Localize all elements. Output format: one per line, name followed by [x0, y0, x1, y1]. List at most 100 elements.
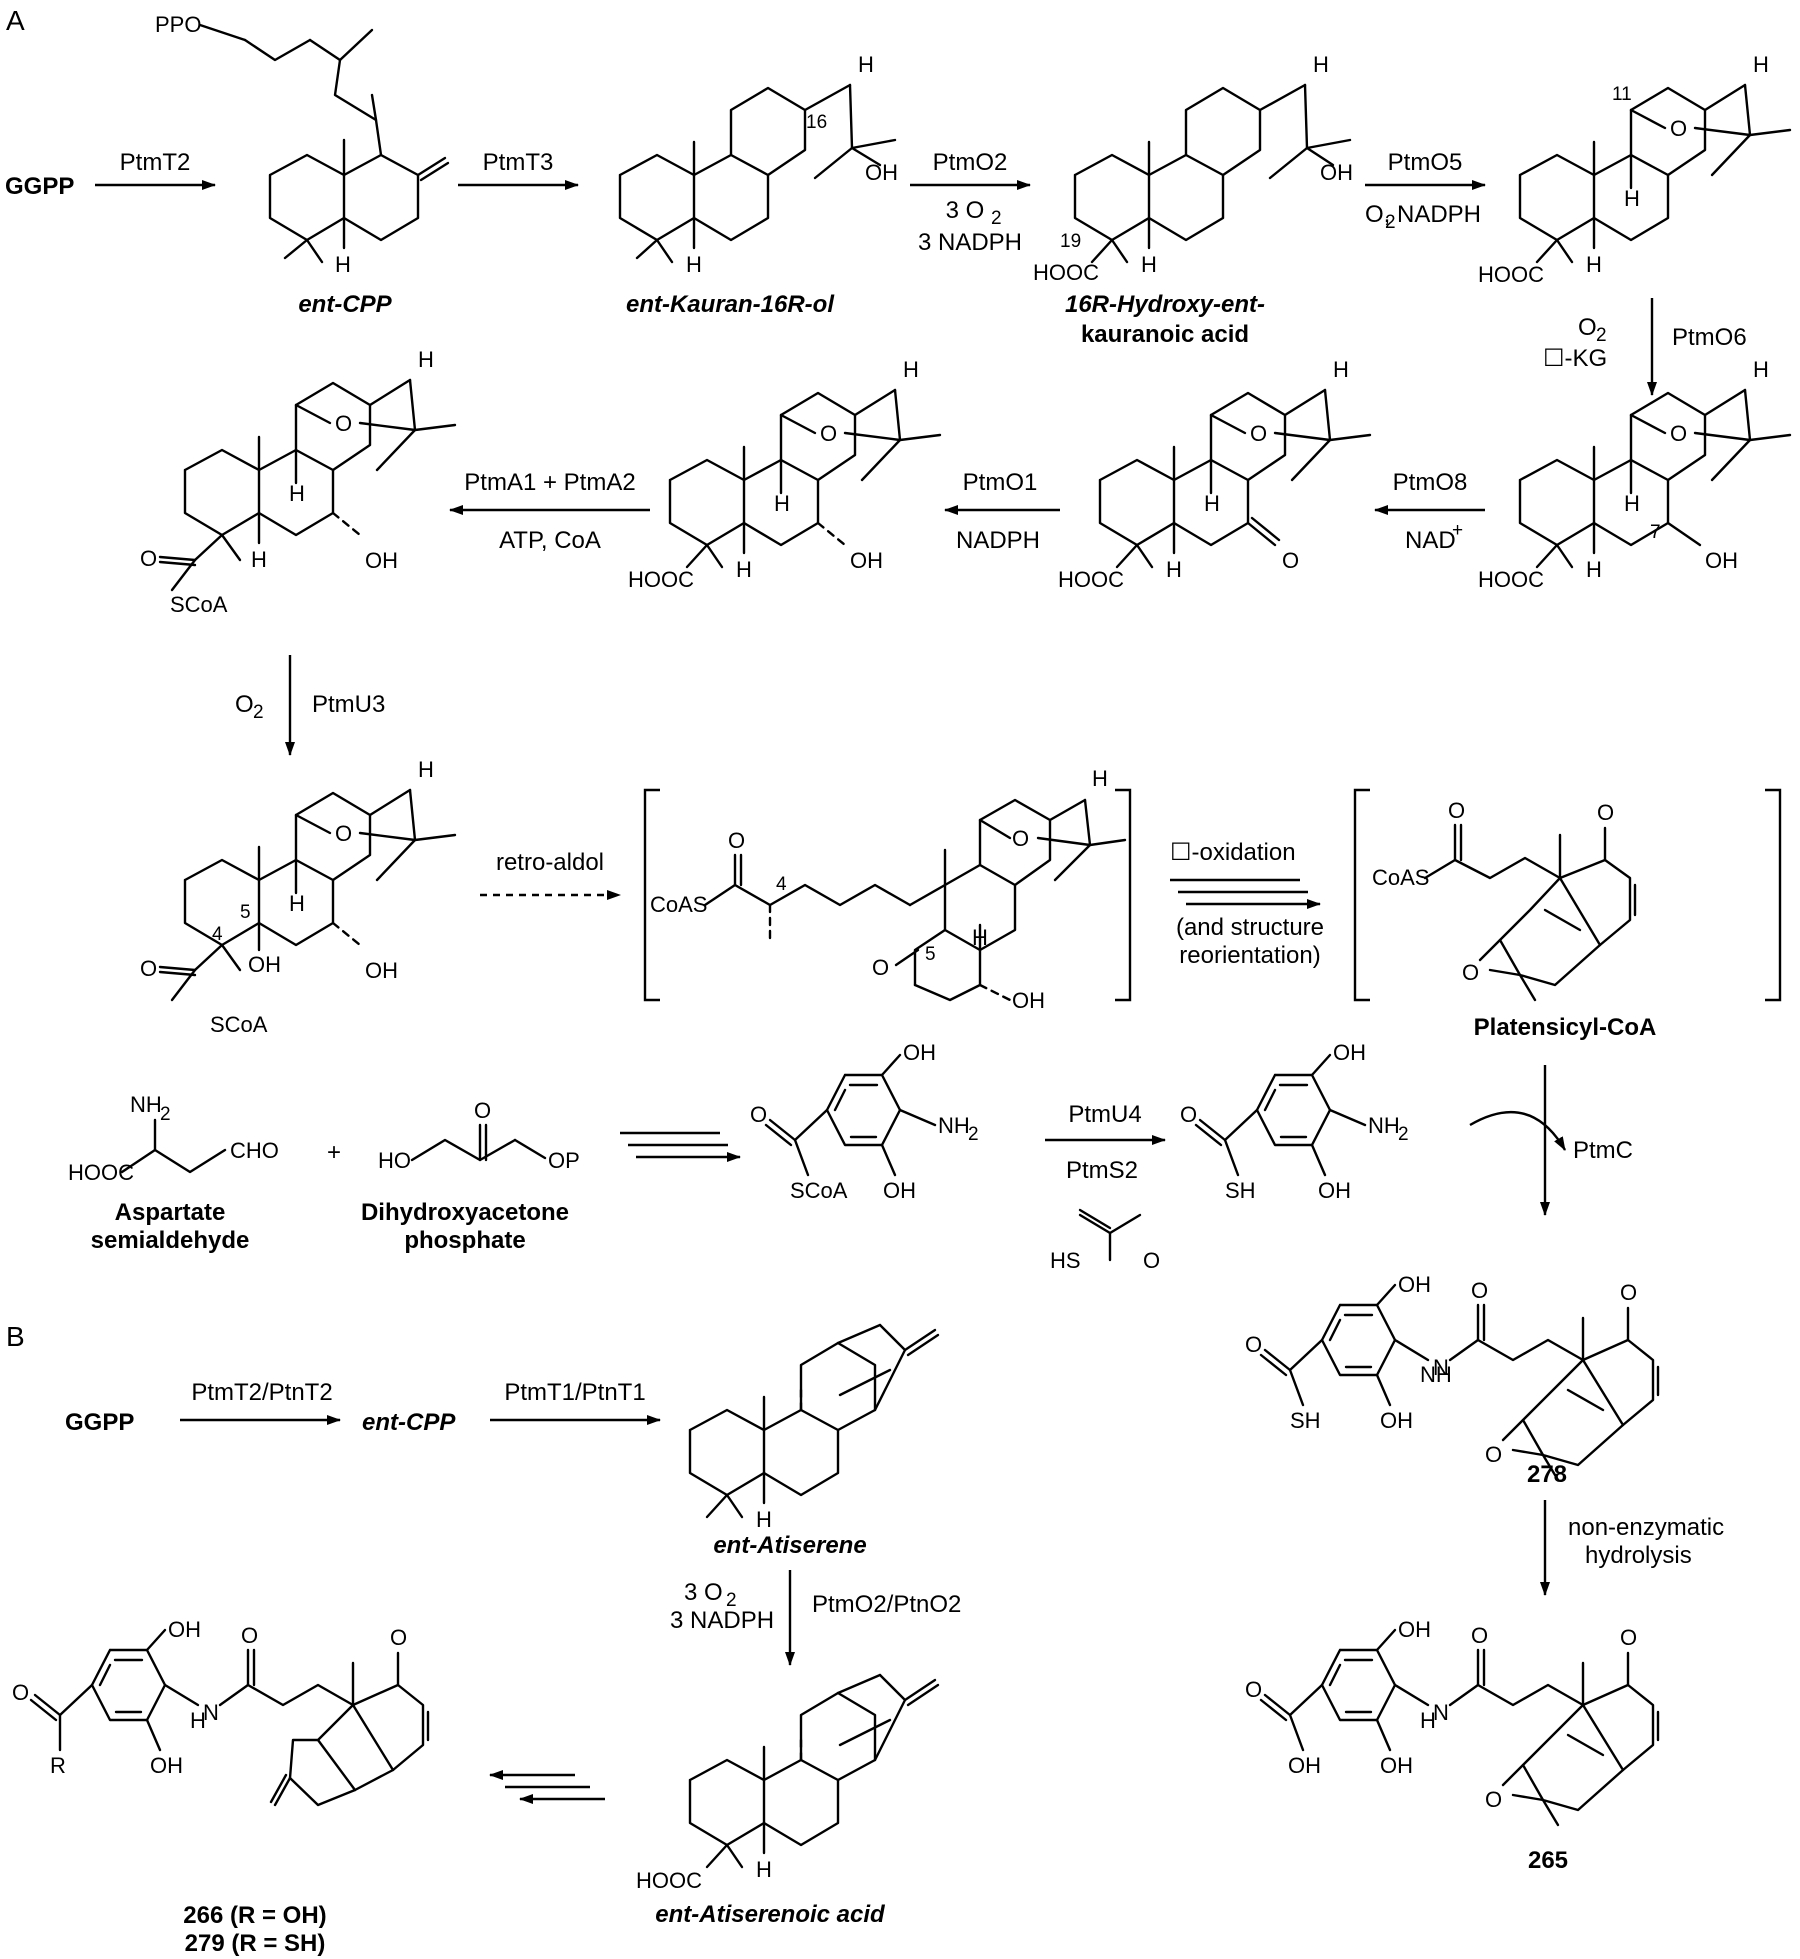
arrow-curved-coupling [1469, 1111, 1567, 1151]
svg-text:OP: OP [548, 1148, 580, 1173]
structure-7-ketone: O H H H O HOOC [1058, 357, 1372, 592]
svg-text:2: 2 [1385, 212, 1396, 233]
svg-text:H: H [1204, 491, 1220, 516]
plus-sign: + [327, 1139, 341, 1166]
condition-reorient-2: reorientation) [1179, 942, 1320, 969]
structure-coa-thioester: O H H H OH O SCoA [140, 347, 457, 617]
structure-ent-kauranol: H H OH 16 [618, 52, 898, 277]
svg-text:OH: OH [365, 548, 398, 573]
svg-text:N: N [203, 1700, 219, 1725]
condition-non-enzymatic-1: non-enzymatic [1568, 1514, 1724, 1541]
svg-text:SCoA: SCoA [210, 1012, 268, 1037]
structure-5-hydroxy-coa: O H H OH OH O SCoA 4 5 [140, 757, 457, 1037]
svg-text:HOOC: HOOC [1058, 567, 1124, 592]
svg-text:H: H [1753, 52, 1769, 77]
svg-text:OH: OH [1320, 160, 1353, 185]
svg-text:HOOC: HOOC [636, 1868, 702, 1893]
svg-text:O: O [1597, 800, 1614, 825]
condition-3nadph: 3 NADPH [918, 229, 1022, 256]
condition-atp-coa: ATP, CoA [499, 527, 601, 554]
svg-text:O: O [390, 1625, 407, 1650]
svg-text:O: O [1245, 1332, 1262, 1357]
svg-text:OH: OH [168, 1617, 201, 1642]
svg-text:H: H [1624, 186, 1640, 211]
svg-text:H: H [1166, 557, 1182, 582]
svg-text:H: H [289, 891, 305, 916]
arrow-beta-oxidation [1170, 878, 1321, 909]
arrow-multistep-1 [620, 1131, 741, 1162]
substrate-ggpp-b: GGPP [65, 1409, 134, 1436]
structure-aspartate-semialdehyde: NH 2 HOOC CHO [68, 1092, 279, 1185]
enzyme-ptmO2-ptnO2: PtmO2/PtnO2 [812, 1591, 961, 1618]
condition-3nadph-b: 3 NADPH [670, 1607, 774, 1634]
svg-text:OH: OH [1380, 1408, 1413, 1433]
panel-label-b: B [6, 1321, 25, 1352]
name-ent-atiserenoic: ent-Atiserenoic acid [655, 1901, 886, 1928]
name-279: 279 (R = SH) [185, 1930, 326, 1957]
svg-text:O: O [1485, 1787, 1502, 1812]
structure-7alpha-hydroxy: O H H H OH HOOC [628, 357, 942, 592]
svg-text:O: O [872, 955, 889, 980]
enzyme-ptmC: PtmC [1573, 1137, 1633, 1164]
structure-266-279: OH OH O R N H O O [12, 1617, 430, 1807]
svg-text:OH: OH [1705, 548, 1738, 573]
enzyme-ptmO8: PtmO8 [1393, 469, 1468, 496]
svg-text:O: O [1448, 798, 1465, 823]
svg-text:O: O [140, 546, 157, 571]
condition-o2-c: O [235, 691, 254, 718]
svg-text:4: 4 [776, 874, 787, 895]
svg-text:NH: NH [130, 1092, 162, 1117]
svg-text:16: 16 [806, 112, 827, 133]
condition-o2-b: O [1578, 314, 1597, 341]
structure-ether-acid: O H H H HOOC 11 [1478, 52, 1792, 287]
svg-text:HO: HO [378, 1148, 411, 1173]
svg-text:O: O [12, 1680, 29, 1705]
svg-text:H: H [1624, 491, 1640, 516]
svg-text:H: H [903, 357, 919, 382]
svg-text:2: 2 [1596, 325, 1607, 346]
name-ent-cpp-b: ent-CPP [362, 1409, 456, 1436]
svg-text:H: H [858, 52, 874, 77]
panel-label-a: A [6, 5, 25, 36]
svg-text:O: O [728, 828, 745, 853]
enzyme-ptmA1A2: PtmA1 + PtmA2 [464, 469, 635, 496]
condition-3o2-b: 3 O [684, 1579, 723, 1606]
enzyme-ptmT1-ptnT1: PtmT1/PtnT1 [504, 1379, 645, 1406]
svg-text:O: O [1143, 1248, 1160, 1273]
svg-text:H: H [418, 757, 434, 782]
svg-text:OH: OH [1288, 1753, 1321, 1778]
svg-text:HOOC: HOOC [1033, 260, 1099, 285]
svg-text:NH: NH [938, 1113, 970, 1138]
name-platensicyl-coa: Platensicyl-CoA [1474, 1014, 1657, 1041]
svg-text:H: H [1753, 357, 1769, 382]
svg-text:O: O [1485, 1442, 1502, 1467]
enzyme-ptmU4: PtmU4 [1068, 1101, 1141, 1128]
structure-ent-cpp: H PPO [155, 12, 450, 277]
name-dhap-2: phosphate [404, 1227, 525, 1254]
svg-text:HOOC: HOOC [1478, 262, 1544, 287]
name-aspartate-2: semialdehyde [91, 1227, 250, 1254]
svg-text:H: H [774, 491, 790, 516]
enzyme-ptmO2: PtmO2 [933, 149, 1008, 176]
svg-text:OH: OH [865, 160, 898, 185]
svg-text:O: O [474, 1098, 491, 1123]
svg-text:4: 4 [212, 924, 223, 945]
structure-ent-atiserenoic: H HOOC [636, 1673, 940, 1893]
svg-text:OH: OH [1318, 1178, 1351, 1203]
svg-text:HOOC: HOOC [68, 1160, 134, 1185]
svg-text:OH: OH [1012, 988, 1045, 1013]
svg-text:O: O [335, 411, 352, 436]
svg-text:OH: OH [903, 1040, 936, 1065]
condition-akg: ☐-KG [1543, 345, 1607, 372]
name-ent-atiserene: ent-Atiserene [713, 1532, 866, 1559]
svg-text:O: O [1670, 421, 1687, 446]
name-ent-kauranol: ent-Kauran-16R-ol [626, 291, 835, 318]
svg-text:O: O [1282, 548, 1299, 573]
condition-beta-oxidation: ☐-oxidation [1170, 839, 1296, 866]
name-266: 266 (R = OH) [183, 1902, 326, 1929]
arrow-multistep-2 [489, 1770, 605, 1804]
svg-text:O: O [1462, 960, 1479, 985]
svg-text:H: H [418, 347, 434, 372]
svg-text:HOOC: HOOC [1478, 567, 1544, 592]
name-ent-cpp: ent-CPP [298, 291, 392, 318]
